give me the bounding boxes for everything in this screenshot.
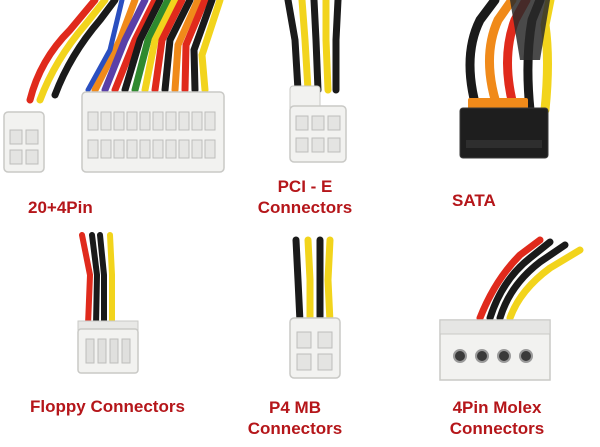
floppy-connector-photo [60, 232, 160, 390]
molex-label-line1: 4Pin Molex [452, 398, 542, 417]
floppy-connector-icon [77, 232, 139, 374]
p4-label-line1: P4 MB [269, 398, 321, 417]
atx-label: 20+4Pin [28, 198, 93, 217]
p4-label: P4 MB Connectors [230, 397, 360, 439]
p4-mb-connector-photo [270, 236, 360, 385]
p4-connector-icon [289, 236, 341, 379]
atx-20-plus-4-pin-connector-photo [0, 0, 230, 190]
pcie-connector-icon [284, 0, 347, 163]
pcie-label: PCI - E Connectors [250, 176, 360, 218]
molex-connector-icon [439, 236, 584, 381]
molex-label: 4Pin Molex Connectors [412, 397, 582, 439]
pcie-connector-photo [270, 0, 360, 170]
sata-power-connector-photo [440, 0, 600, 170]
atx-connector-icon [3, 0, 225, 173]
p4-label-line2: Connectors [247, 419, 343, 438]
sata-label: SATA [452, 191, 496, 210]
sata-connector-icon [459, 0, 555, 159]
pcie-label-line2: Connectors [257, 198, 353, 217]
floppy-label: Floppy Connectors [30, 397, 185, 416]
pcie-label-line1: PCI - E [277, 177, 333, 196]
molex-4-pin-connector-photo [430, 236, 600, 390]
molex-label-line2: Connectors [449, 419, 545, 438]
